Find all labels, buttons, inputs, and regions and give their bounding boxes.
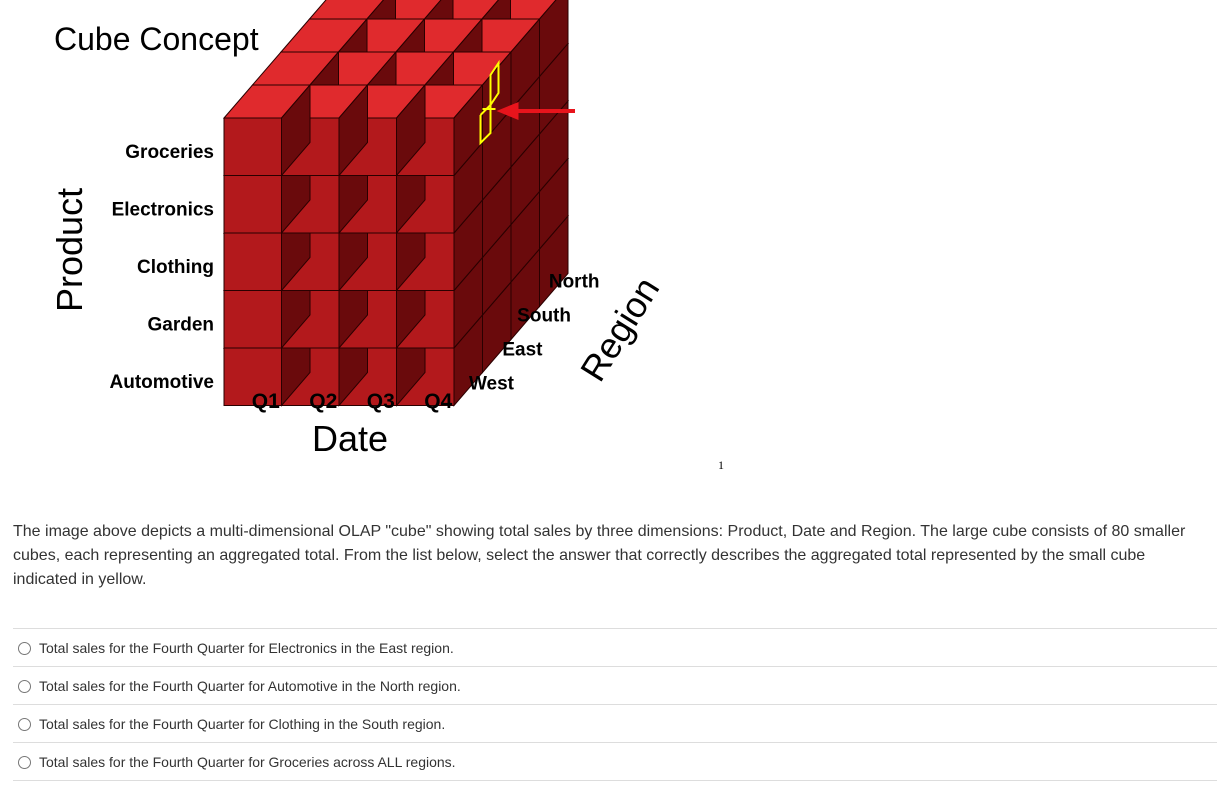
highlight-layer [479,59,575,146]
highlighted-cube-outline [479,59,500,116]
answer-list: Total sales for the Fourth Quarter for E… [13,628,1217,781]
quarter-label: Q2 [309,390,337,413]
cube-cell-q1-groceries-west [222,83,312,177]
answer-option-3[interactable]: Total sales for the Fourth Quarter for C… [13,705,1217,743]
quarter-label: Q4 [424,390,452,413]
answer-label: Total sales for the Fourth Quarter for C… [39,715,446,732]
radio-button[interactable] [18,756,31,769]
radio-button[interactable] [18,642,31,655]
region-label: East [502,340,543,361]
quarter-label: Q3 [367,390,395,413]
answer-option-1[interactable]: Total sales for the Fourth Quarter for E… [13,629,1217,667]
product-labels: GroceriesElectronicsClothingGardenAutomo… [110,142,215,393]
cube-grid [222,0,570,407]
radio-button[interactable] [18,680,31,693]
answer-label: Total sales for the Fourth Quarter for E… [39,639,454,656]
product-label: Automotive [110,372,215,393]
region-label: North [549,272,600,293]
answer-label: Total sales for the Fourth Quarter for G… [39,753,456,770]
figure-title: Cube Concept [54,21,259,57]
region-label: West [469,374,515,395]
product-label: Electronics [112,200,214,221]
page-number: 1 [718,458,724,472]
pointer-arrow-icon [496,102,519,120]
quarter-labels: Q1 Q2 Q3 Q4 [252,390,453,413]
product-axis-label: Product [49,188,90,312]
highlighted-cube-outline-lower [479,105,492,146]
answer-label: Total sales for the Fourth Quarter for A… [39,677,461,694]
answer-option-2[interactable]: Total sales for the Fourth Quarter for A… [13,667,1217,705]
answer-option-4[interactable]: Total sales for the Fourth Quarter for G… [13,743,1217,781]
product-label: Garden [147,315,214,336]
region-label: South [517,306,571,327]
quarter-label: Q1 [252,390,280,413]
product-label: Groceries [125,142,214,163]
date-axis-label: Date [312,418,388,459]
olap-cube-diagram: Cube Concept GroceriesElectronicsClothin… [49,0,667,459]
question-text: The image above depicts a multi-dimensio… [13,523,1186,588]
product-label: Clothing [137,257,214,278]
radio-button[interactable] [18,718,31,731]
